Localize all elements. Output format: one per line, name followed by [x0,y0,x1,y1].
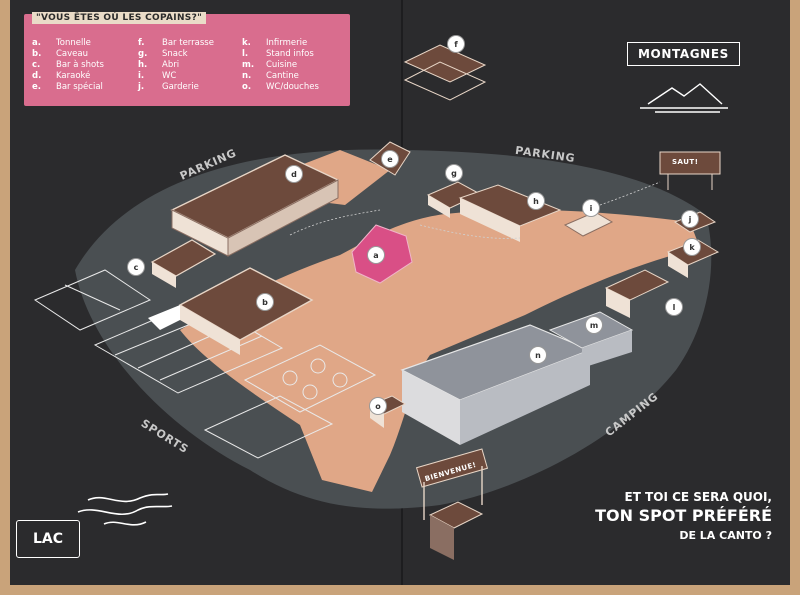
saut-sign-label: SAUT! [672,158,699,166]
lights-string [289,181,661,239]
building-b [148,267,314,355]
marker-h[interactable]: h [528,193,544,209]
marker-o[interactable]: o [370,398,386,414]
saut-sign [659,151,721,190]
legend-item: e.Bar spécial [32,82,103,92]
legend-item: f.Bar terrasse [138,38,214,48]
marker-b[interactable]: b [257,294,273,310]
legend-item: b.Caveau [32,49,88,59]
marker-e[interactable]: e [382,151,398,167]
ground-paths [180,209,700,492]
building-l [604,269,670,318]
legend-panel: "VOUS ÊTES OÙ LES COPAINS?" a.Tonnelle b… [24,12,350,106]
marker-l[interactable]: l [666,299,682,315]
legend-column-3: k.Infirmerie l.Stand infos m.Cuisine n.C… [242,38,319,93]
legend-item: l.Stand infos [242,49,314,59]
legend-column-1: a.Tonnelle b.Caveau c.Bar à shots d.Kara… [32,38,104,93]
legend-item: d.Karaoké [32,71,91,81]
cta-line-3: DE LA CANTO ? [679,529,772,542]
entrance-booth [428,501,484,560]
legend-item: h.Abri [138,60,180,70]
marker-m[interactable]: m [586,317,602,333]
legend-item: g.Snack [138,49,188,59]
marker-a[interactable]: a [368,247,384,263]
football-pitch [33,269,152,331]
lac-label: LAC [16,520,80,558]
legend-item: c.Bar à shots [32,60,104,70]
marker-g[interactable]: g [446,165,462,181]
marker-n[interactable]: n [530,347,546,363]
legend-item: m.Cuisine [242,60,298,70]
marker-c[interactable]: c [128,259,144,275]
legend-item: j.Garderie [138,82,199,92]
building-h [458,184,562,242]
building-i [563,211,614,237]
legend-item: n.Cantine [242,71,299,81]
legend-item: a.Tonnelle [32,38,91,48]
marker-i[interactable]: i [583,200,599,216]
legend-item: o.WC/douches [242,82,319,92]
bienvenue-sign [415,448,489,520]
montagnes-label: MONTAGNES [627,42,740,66]
terrace-f [403,44,487,101]
marker-d[interactable]: d [286,166,302,182]
cta-line-2: TON SPOT PRÉFÉRÉ [595,506,772,525]
marker-f[interactable]: f [448,36,464,52]
building-c [150,239,217,288]
legend-item: k.Infirmerie [242,38,308,48]
cta-text: ET TOI CE SERA QUOI, TON SPOT PRÉFÉRÉ DE… [595,490,772,542]
lake-waves-icon [77,493,173,526]
marker-k[interactable]: k [684,239,700,255]
legend-title: "VOUS ÊTES OÙ LES COPAINS?" [32,12,207,24]
legend-item: i.WC [138,71,177,81]
marker-j[interactable]: j [682,211,698,227]
tent-n [400,324,592,445]
mountains-icon [640,83,728,113]
legend-column-2: f.Bar terrasse g.Snack h.Abri i.WC j.Gar… [138,38,214,93]
cta-line-1: ET TOI CE SERA QUOI, [624,490,773,504]
